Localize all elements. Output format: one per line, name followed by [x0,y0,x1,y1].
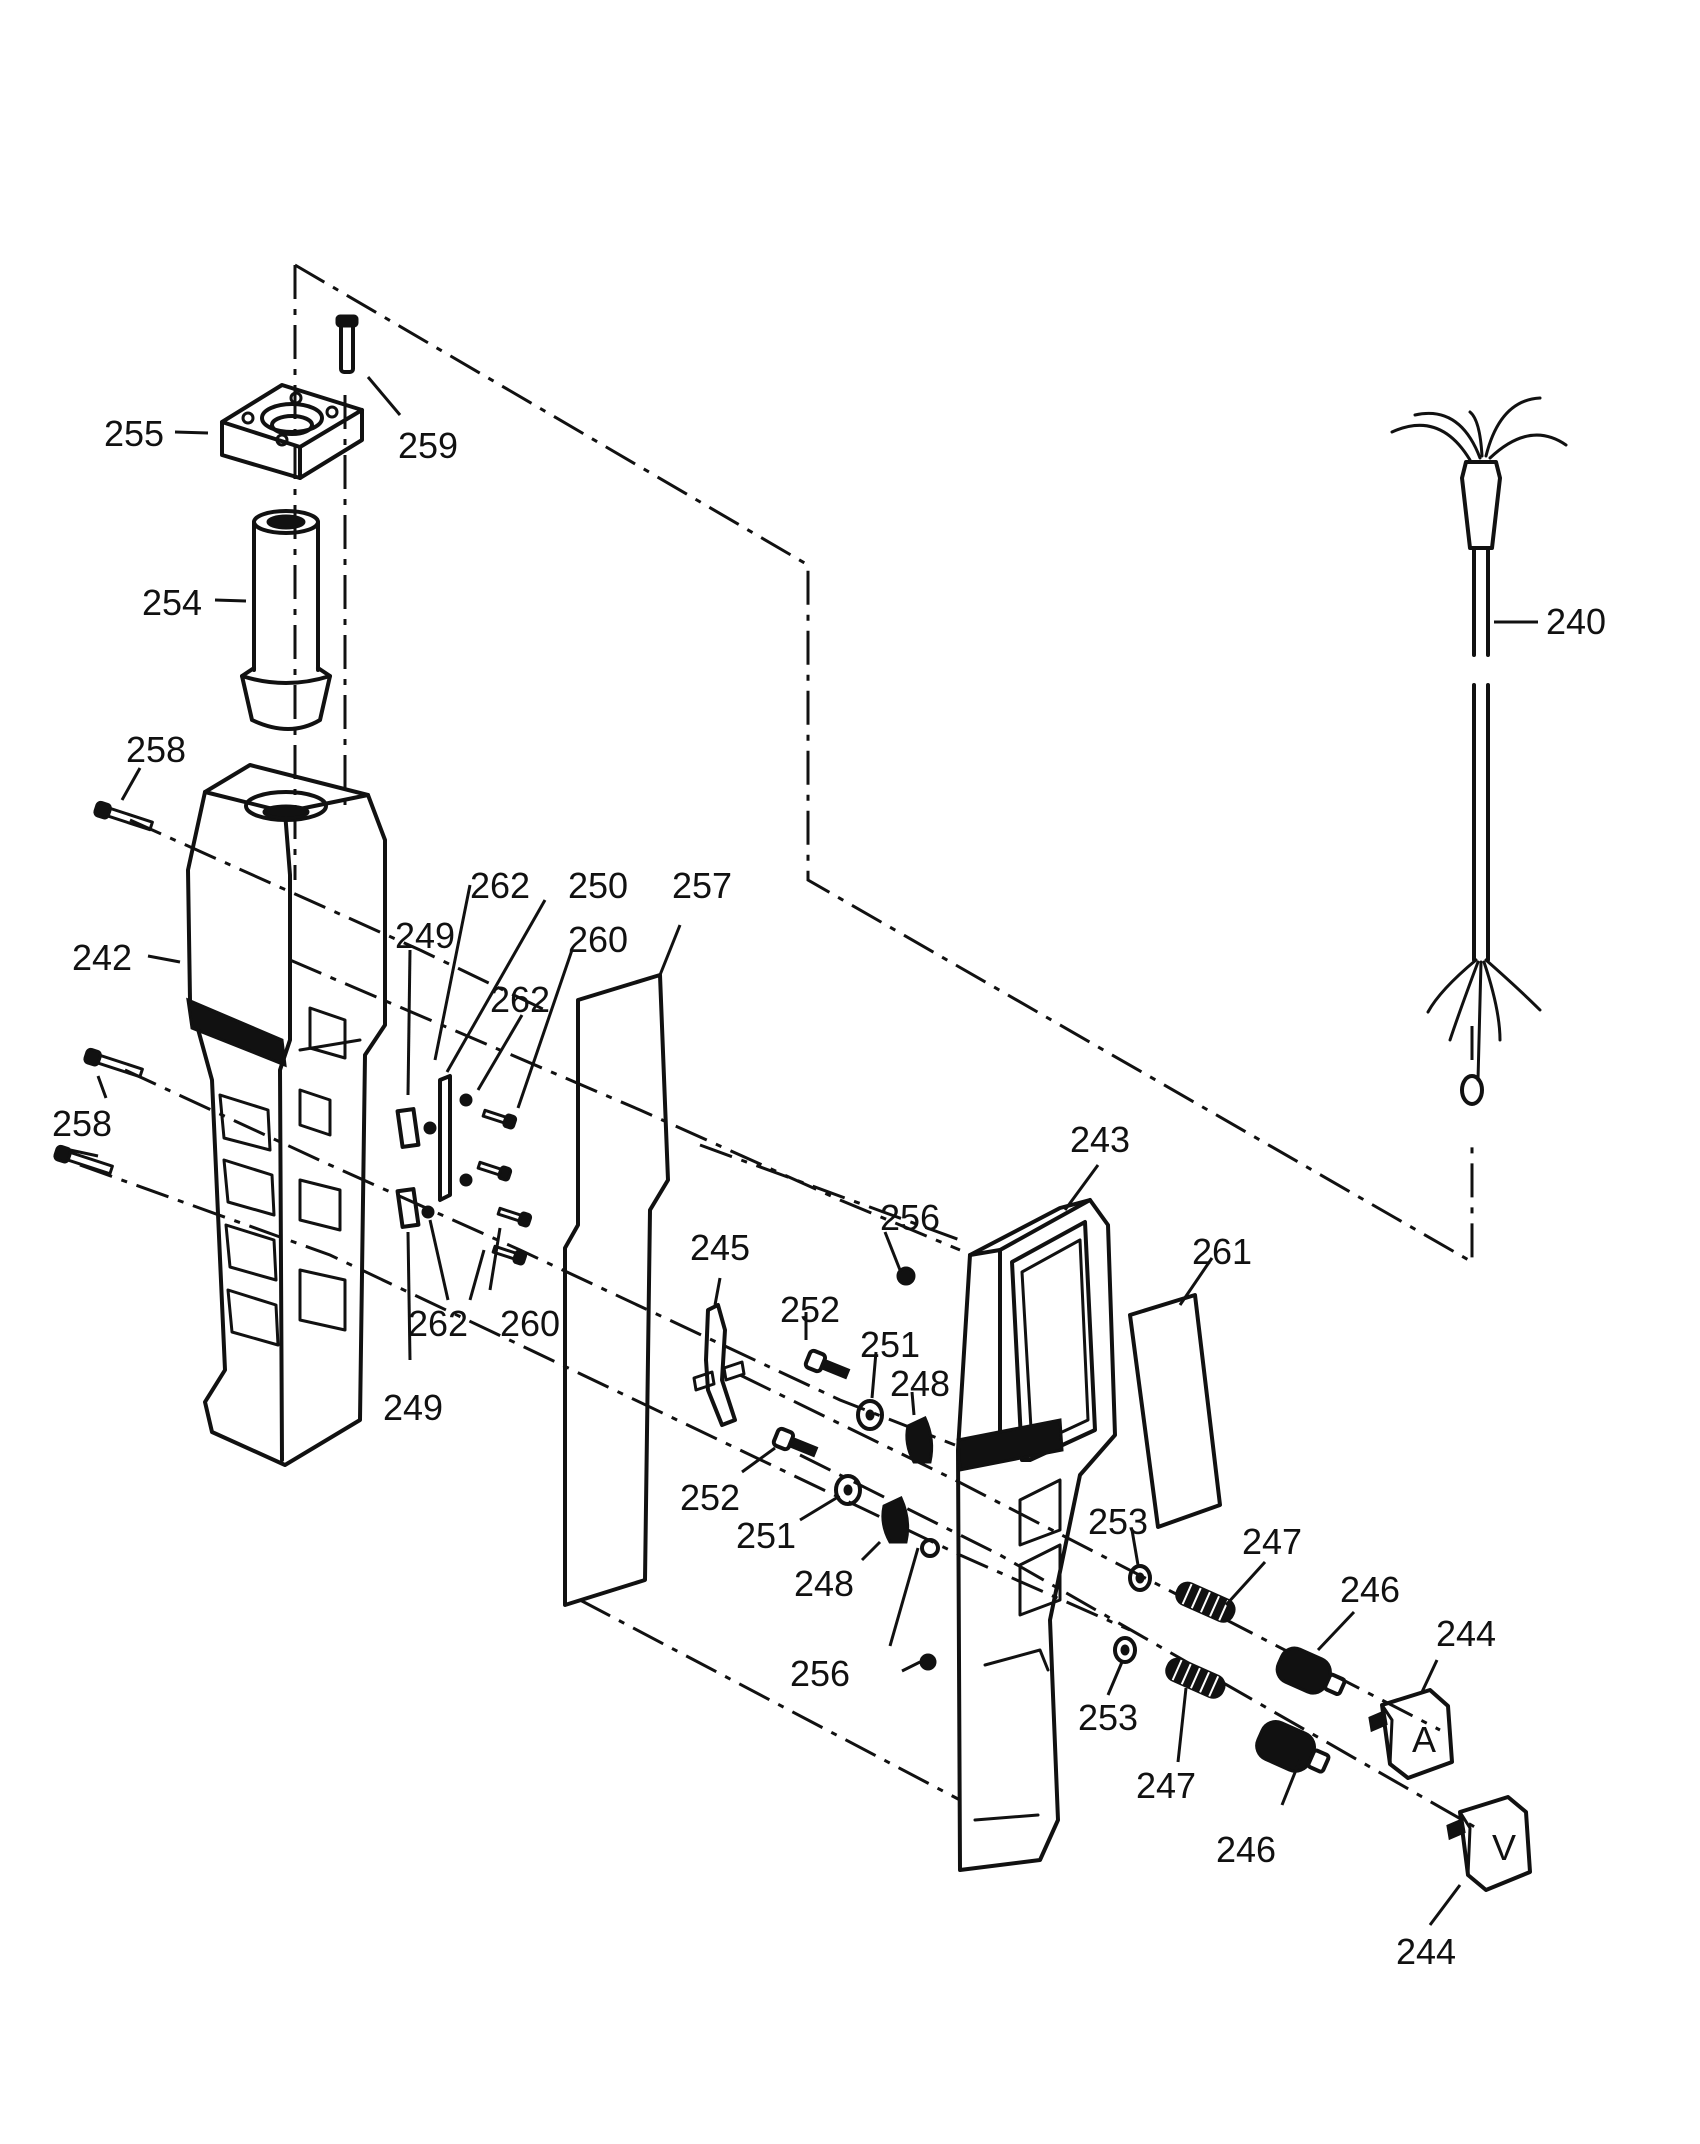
part-259-screw [335,314,359,374]
callout-247-bottom: 247 [1136,1765,1196,1806]
part-262-nuts [421,1093,473,1219]
callout-255: 255 [104,413,164,454]
callout-259: 259 [398,425,458,466]
callout-248-top: 248 [890,1363,950,1404]
callout-248-bottom: 248 [794,1563,854,1604]
callout-256-bottom: 256 [790,1653,850,1694]
callout-251-bottom: 251 [736,1515,796,1556]
callout-251-top: 251 [860,1324,920,1365]
callout-252-top: 252 [780,1289,840,1330]
part-245-bracket [692,1303,746,1427]
part-258-screws [53,800,154,1176]
callout-247-top: 247 [1242,1521,1302,1562]
part-257-gasket [563,973,670,1607]
part-244-button-up: A [1368,1688,1454,1780]
callout-244-bottom: 244 [1396,1931,1456,1972]
button-down-symbol: V [1492,1827,1516,1868]
callout-246-bottom: 246 [1216,1829,1276,1870]
part-260-screws [476,1108,533,1266]
assembly-lines [79,263,1481,1832]
callout-254: 254 [142,582,202,623]
callout-249-bottom: 249 [383,1387,443,1428]
part-250-bracket [438,1074,452,1202]
callout-258-bottom: 258 [52,1103,112,1144]
leader-lines [69,376,1538,1926]
part-242-rear-housing [186,763,387,1467]
part-249-contacts [395,1107,421,1229]
callout-262-mid: 262 [490,979,550,1020]
callout-260-bottom: 260 [500,1303,560,1344]
part-261-label-plate [1128,1293,1222,1529]
part-248-boots [881,1415,934,1544]
callout-labels: 255 259 254 258 242 258 262 250 249 260 … [52,413,1606,1972]
callout-257: 257 [672,865,732,906]
part-240-cable [1390,396,1568,1106]
callout-256-top: 256 [880,1197,940,1238]
part-251-washers [834,1399,884,1506]
callout-249-top: 249 [395,915,455,956]
part-255-flange [220,383,364,480]
part-254-sleeve [240,509,332,731]
button-up-symbol: A [1412,1719,1436,1760]
part-253-washers [1113,1564,1152,1664]
callout-261: 261 [1192,1231,1252,1272]
part-256-nuts [896,1266,940,1671]
part-243-front-housing [956,1198,1117,1872]
callout-260-top: 260 [568,919,628,960]
callout-244-top: 244 [1436,1613,1496,1654]
callout-250: 250 [568,865,628,906]
part-246-plungers [1255,1646,1347,1774]
callout-243: 243 [1070,1119,1130,1160]
callout-246-top: 246 [1340,1569,1400,1610]
callout-262-top: 262 [470,865,530,906]
callout-242: 242 [72,937,132,978]
callout-240: 240 [1546,601,1606,642]
part-247-springs [1165,1581,1236,1699]
callout-245: 245 [690,1227,750,1268]
callout-252-bottom: 252 [680,1477,740,1518]
callout-253-top: 253 [1088,1501,1148,1542]
callout-262-bottom: 262 [408,1303,468,1344]
part-252-screws [771,1348,851,1458]
part-244-button-down: V [1446,1795,1532,1892]
callout-253-bottom: 253 [1078,1697,1138,1738]
callout-258-top: 258 [126,729,186,770]
